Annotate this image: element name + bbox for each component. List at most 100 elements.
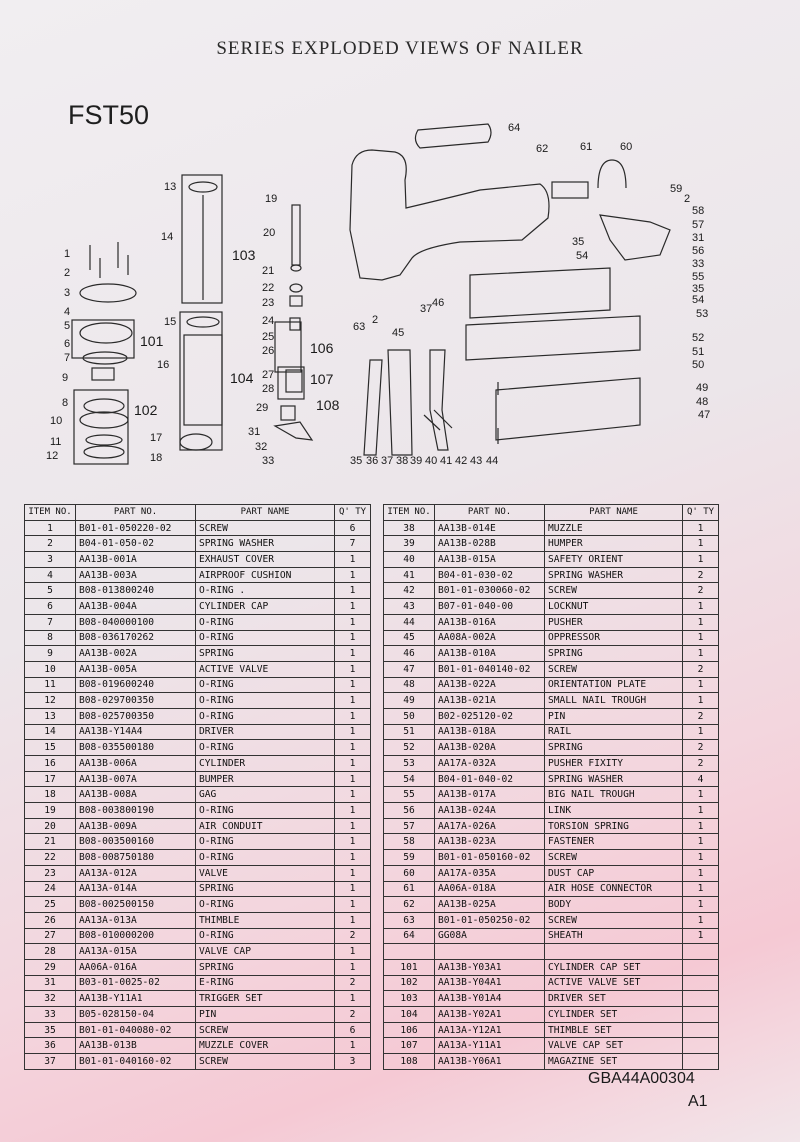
part-no-cell: AA13B-Y06A1 bbox=[434, 1053, 545, 1070]
part-no-cell: B08-008750180 bbox=[75, 849, 196, 866]
part-no-cell: AA13B-Y14A4 bbox=[75, 723, 196, 741]
callout-18: 18 bbox=[150, 452, 162, 464]
part-no-cell: AA13B-Y04A1 bbox=[434, 974, 545, 992]
item-no-cell: 18 bbox=[24, 786, 76, 804]
group-107: 107 bbox=[310, 371, 334, 387]
part-no-cell: AA13A-012A bbox=[75, 864, 196, 882]
part-no-cell: AA13A-Y11A1 bbox=[434, 1037, 545, 1055]
part-no-cell: B04-01-050-02 bbox=[75, 535, 196, 553]
part-no-cell: B01-01-040140-02 bbox=[434, 660, 545, 678]
part-no-cell: AA13A-013A bbox=[75, 911, 196, 929]
callout-33: 33 bbox=[262, 455, 274, 467]
qty-cell: 1 bbox=[334, 958, 371, 976]
qty-cell: 1 bbox=[334, 755, 371, 772]
model-number: FST50 bbox=[68, 100, 150, 130]
col-qty: Q' TY bbox=[334, 504, 371, 521]
callout-15: 15 bbox=[164, 316, 176, 328]
part-no-cell: B08-010000200 bbox=[75, 927, 196, 945]
qty-cell: 1 bbox=[334, 707, 371, 725]
callout-23: 23 bbox=[262, 297, 274, 309]
part-name-cell: TORSION SPRING bbox=[544, 817, 683, 835]
item-no-cell: 40 bbox=[383, 551, 435, 568]
item-no-cell: 59 bbox=[383, 849, 435, 866]
part-name-cell: PIN bbox=[544, 707, 683, 725]
callout-7: 7 bbox=[64, 352, 70, 364]
callout-36: 36 bbox=[366, 455, 378, 467]
item-no-cell: 19 bbox=[24, 802, 76, 819]
qty-cell: 1 bbox=[682, 849, 719, 866]
part-name-cell: ACTIVE VALVE bbox=[195, 660, 335, 678]
qty-cell: 2 bbox=[682, 739, 719, 756]
callout-43: 43 bbox=[470, 455, 482, 467]
part-name-cell: O-RING bbox=[195, 927, 335, 945]
part-name-cell: SCREW bbox=[544, 911, 683, 929]
qty-cell: 1 bbox=[682, 551, 719, 568]
item-no-cell: 14 bbox=[24, 723, 76, 741]
callout-26: 26 bbox=[262, 345, 274, 357]
exploded-diagram: 1 2 3 4 5 6 7 9 8 10 11 12 13 14 15 16 1… bbox=[46, 122, 710, 467]
item-no-cell: 102 bbox=[383, 974, 435, 992]
item-no-cell: 108 bbox=[383, 1053, 435, 1070]
group-104: 104 bbox=[230, 370, 254, 386]
part-no-cell: AA13B-004A bbox=[75, 598, 196, 615]
qty-cell bbox=[682, 1037, 719, 1055]
callout-62: 62 bbox=[536, 143, 548, 155]
callout-58: 58 bbox=[692, 205, 704, 217]
part-no-cell: AA13B-Y11A1 bbox=[75, 990, 196, 1007]
item-no-cell: 107 bbox=[383, 1037, 435, 1055]
callout-42: 42 bbox=[455, 455, 467, 467]
qty-cell: 1 bbox=[334, 770, 371, 788]
qty-cell: 1 bbox=[682, 911, 719, 929]
part-no-cell: AA13B-Y02A1 bbox=[434, 1006, 545, 1023]
qty-cell bbox=[682, 943, 719, 960]
callout-27: 27 bbox=[262, 369, 274, 381]
group-103: 103 bbox=[232, 247, 256, 263]
callout-2c: 2 bbox=[372, 314, 378, 326]
qty-cell: 1 bbox=[682, 645, 719, 662]
callout-35c: 35 bbox=[350, 455, 362, 467]
callout-50: 50 bbox=[692, 359, 704, 371]
part-no-cell: AA13A-015A bbox=[75, 943, 196, 960]
callout-54b: 54 bbox=[692, 294, 704, 306]
part-no-cell: AA13B-007A bbox=[75, 770, 196, 788]
part-name-cell: SPRING WASHER bbox=[195, 535, 335, 553]
col-part-name: PART NAME bbox=[195, 504, 335, 521]
callout-64: 64 bbox=[508, 122, 520, 134]
item-no-cell: 33 bbox=[24, 1006, 76, 1023]
callout-45: 45 bbox=[392, 327, 404, 339]
callout-63: 63 bbox=[353, 321, 365, 333]
part-no-cell: B08-025700350 bbox=[75, 707, 196, 725]
qty-cell: 1 bbox=[334, 911, 371, 929]
part-no-cell: AA13B-003A bbox=[75, 566, 196, 584]
item-no-cell: 20 bbox=[24, 817, 76, 835]
callout-6: 6 bbox=[64, 338, 70, 350]
part-name-cell: SMALL NAIL TROUGH bbox=[544, 692, 683, 709]
qty-cell: 1 bbox=[334, 582, 371, 600]
part-no-cell: AA06A-018A bbox=[434, 880, 545, 898]
part-no-cell: AA13B-013B bbox=[75, 1037, 196, 1055]
part-name-cell: O-RING bbox=[195, 629, 335, 647]
qty-cell: 1 bbox=[334, 566, 371, 584]
part-name-cell: BUMPER bbox=[195, 770, 335, 788]
item-no-cell: 44 bbox=[383, 613, 435, 631]
part-name-cell: DUST CAP bbox=[544, 864, 683, 882]
